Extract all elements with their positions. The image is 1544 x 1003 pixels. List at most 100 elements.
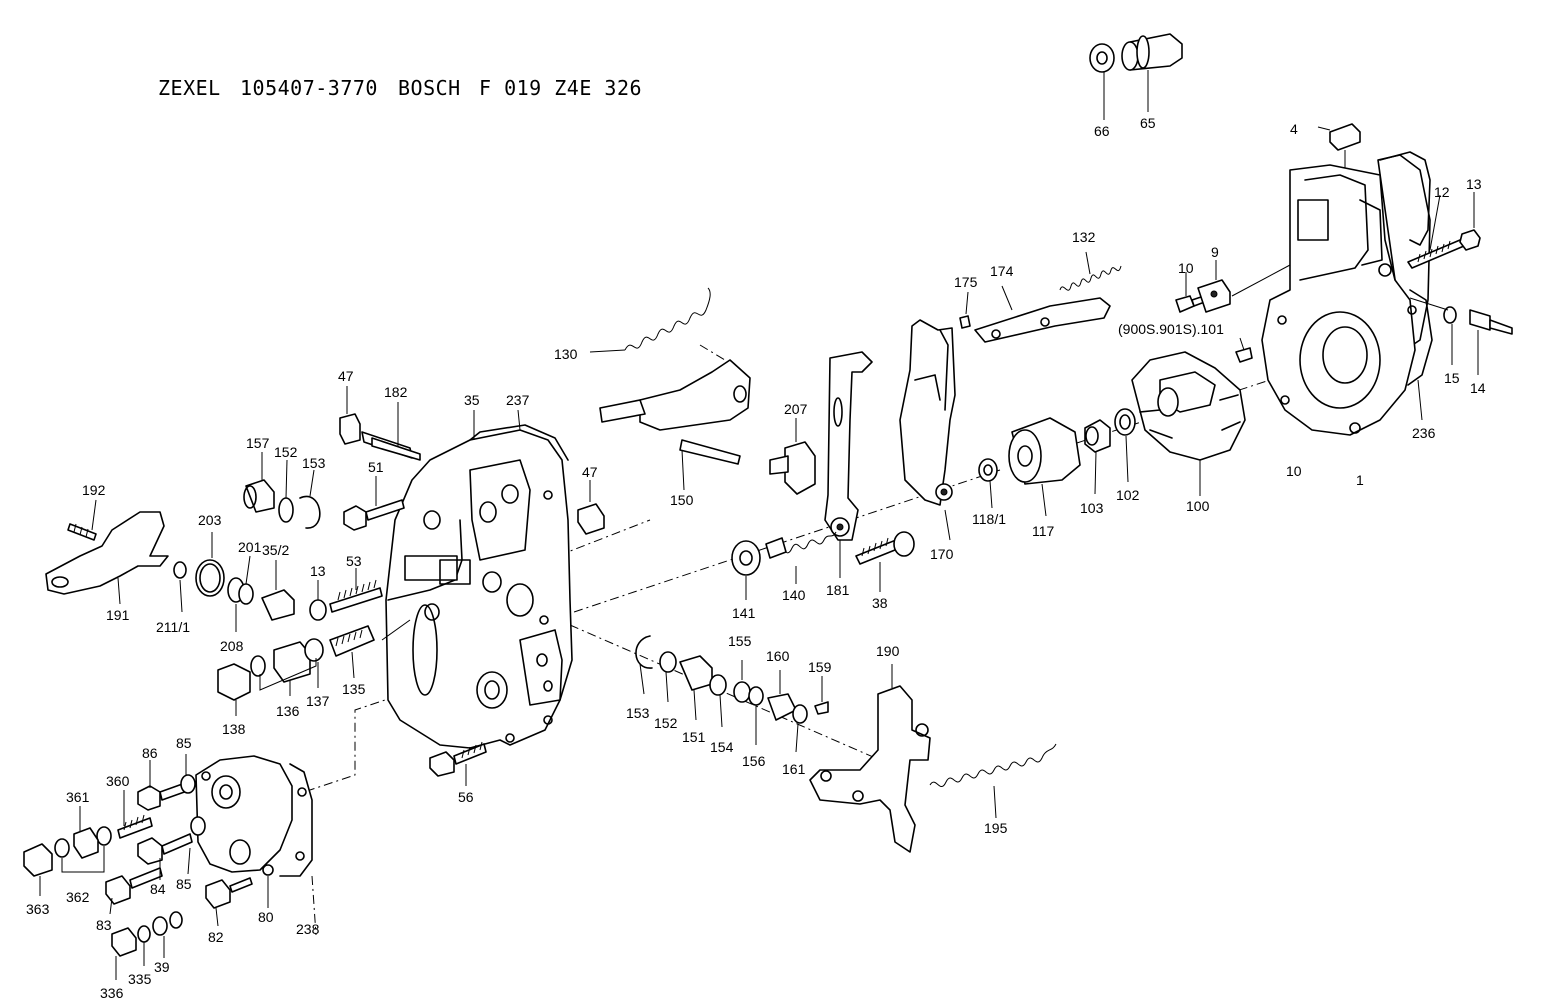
callout-label: 237 — [506, 392, 530, 408]
callout-label: 140 — [782, 587, 806, 603]
stack-153-161 — [635, 635, 808, 753]
callout-label: 4 — [1290, 121, 1298, 137]
bottom-left-small-parts — [23, 754, 253, 980]
callout-label: 9 — [1211, 244, 1219, 260]
callout-label: 1 — [1356, 472, 1364, 488]
callout-label: 12 — [1434, 184, 1450, 200]
callout-label: 161 — [782, 761, 806, 777]
callout-label: 192 — [82, 482, 106, 498]
callout-label: 13 — [310, 563, 326, 579]
callout-label: 335 — [128, 971, 152, 987]
housing-1 — [1261, 123, 1431, 436]
callout-label: 211/1 — [156, 619, 190, 635]
ring-102-sleeve-103 — [1084, 408, 1136, 495]
callout-label: 47 — [338, 368, 354, 384]
callout-label: 152 — [274, 444, 298, 460]
callout-label: 66 — [1094, 123, 1110, 139]
callout-label: 53 — [346, 553, 362, 569]
main-cover-35 — [385, 409, 573, 749]
callout-label: 85 — [176, 876, 192, 892]
callout-label: 336 — [100, 985, 124, 1001]
spring-132-lever-174 — [959, 251, 1122, 343]
callout-label: 65 — [1140, 115, 1156, 131]
part-number-bosch: F 019 Z4E 326 — [479, 76, 642, 100]
callout-label: 203 — [198, 512, 222, 528]
callout-label: 157 — [246, 435, 270, 451]
callout-label: 35 — [464, 392, 480, 408]
callout-label: 141 — [732, 605, 756, 621]
callout-label: 153 — [626, 705, 650, 721]
lever-191-screw-192 — [45, 499, 169, 605]
callout-label: 86 — [142, 745, 158, 761]
lever-170 — [899, 319, 956, 541]
maker1-text: ZEXEL — [158, 76, 221, 100]
callout-labels: 66 65 4 12 13 132 175 174 10 9 (900S.901… — [26, 115, 1486, 1001]
callout-label: 201 — [238, 539, 262, 555]
callout-label: 238 — [296, 921, 320, 937]
callout-label: 156 — [742, 753, 766, 769]
flyweight-100 — [1131, 351, 1246, 496]
callout-label: 100 — [1186, 498, 1210, 514]
spring-130-lever-150 — [589, 287, 751, 491]
screw-10-bracket-9 — [1175, 260, 1291, 313]
callout-label: 117 — [1032, 523, 1055, 539]
callout-label: 39 — [154, 959, 170, 975]
callout-label: 150 — [670, 492, 694, 508]
shaft-stack-201-208 — [173, 532, 383, 632]
cover-80 — [195, 755, 313, 908]
callout-label: 10 — [1286, 463, 1302, 479]
sleeve-117 — [978, 417, 1081, 517]
callout-label: 155 — [728, 633, 752, 649]
callout-label: 181 — [826, 582, 850, 598]
callout-label: 152 — [654, 715, 678, 731]
callout-label: 153 — [302, 455, 326, 471]
callout-label: 38 — [872, 595, 888, 611]
callout-label: 362 — [66, 889, 90, 905]
callout-label: (900S.901S).101 — [1118, 321, 1224, 337]
part-65-66 — [1089, 33, 1183, 120]
callout-label: 82 — [208, 929, 224, 945]
callout-label: 35/2 — [262, 542, 289, 558]
callout-label: 207 — [784, 401, 808, 417]
callout-label: 135 — [342, 681, 366, 697]
callout-label: 175 — [954, 274, 978, 290]
callout-label: 137 — [306, 693, 330, 709]
callout-label: 84 — [150, 881, 166, 897]
key-101 — [1235, 337, 1253, 363]
callout-label: 174 — [990, 263, 1014, 279]
callout-label: 151 — [682, 729, 706, 745]
callout-label: 13 — [1466, 176, 1482, 192]
callout-label: 56 — [458, 789, 474, 805]
block-207 — [769, 418, 816, 495]
gasket-236 — [1379, 151, 1433, 421]
callout-label: 51 — [368, 459, 384, 475]
callout-label: 132 — [1072, 229, 1096, 245]
spring-140-nut-141-screw-38 — [731, 531, 915, 600]
callout-label: 191 — [106, 607, 130, 623]
parts-157-152-153 — [243, 452, 321, 529]
lever-190-spring-195 — [809, 664, 1057, 853]
callout-label: 138 — [222, 721, 246, 737]
plug-47 — [577, 480, 605, 535]
callout-label: 136 — [276, 703, 300, 719]
callout-label: 154 — [710, 739, 734, 755]
callout-label: 47 — [582, 464, 598, 480]
bolt-12-nut-13 — [1407, 192, 1481, 269]
maker2-text: BOSCH — [398, 76, 461, 100]
callout-label: 190 — [876, 643, 900, 659]
callout-label: 102 — [1116, 487, 1140, 503]
callout-label: 208 — [220, 638, 244, 654]
callout-label: 130 — [554, 346, 578, 362]
lever-181 — [824, 351, 873, 578]
callout-label: 159 — [808, 659, 832, 675]
callout-label: 80 — [258, 909, 274, 925]
callout-label: 10 — [1178, 260, 1194, 276]
callout-label: 170 — [930, 546, 954, 562]
callout-label: 15 — [1444, 370, 1460, 386]
adjuster-135-138 — [217, 619, 411, 716]
callout-label: 363 — [26, 901, 50, 917]
callout-label: 83 — [96, 917, 112, 933]
bolt-47-pin-182 — [339, 386, 421, 461]
callout-label: 85 — [176, 735, 192, 751]
